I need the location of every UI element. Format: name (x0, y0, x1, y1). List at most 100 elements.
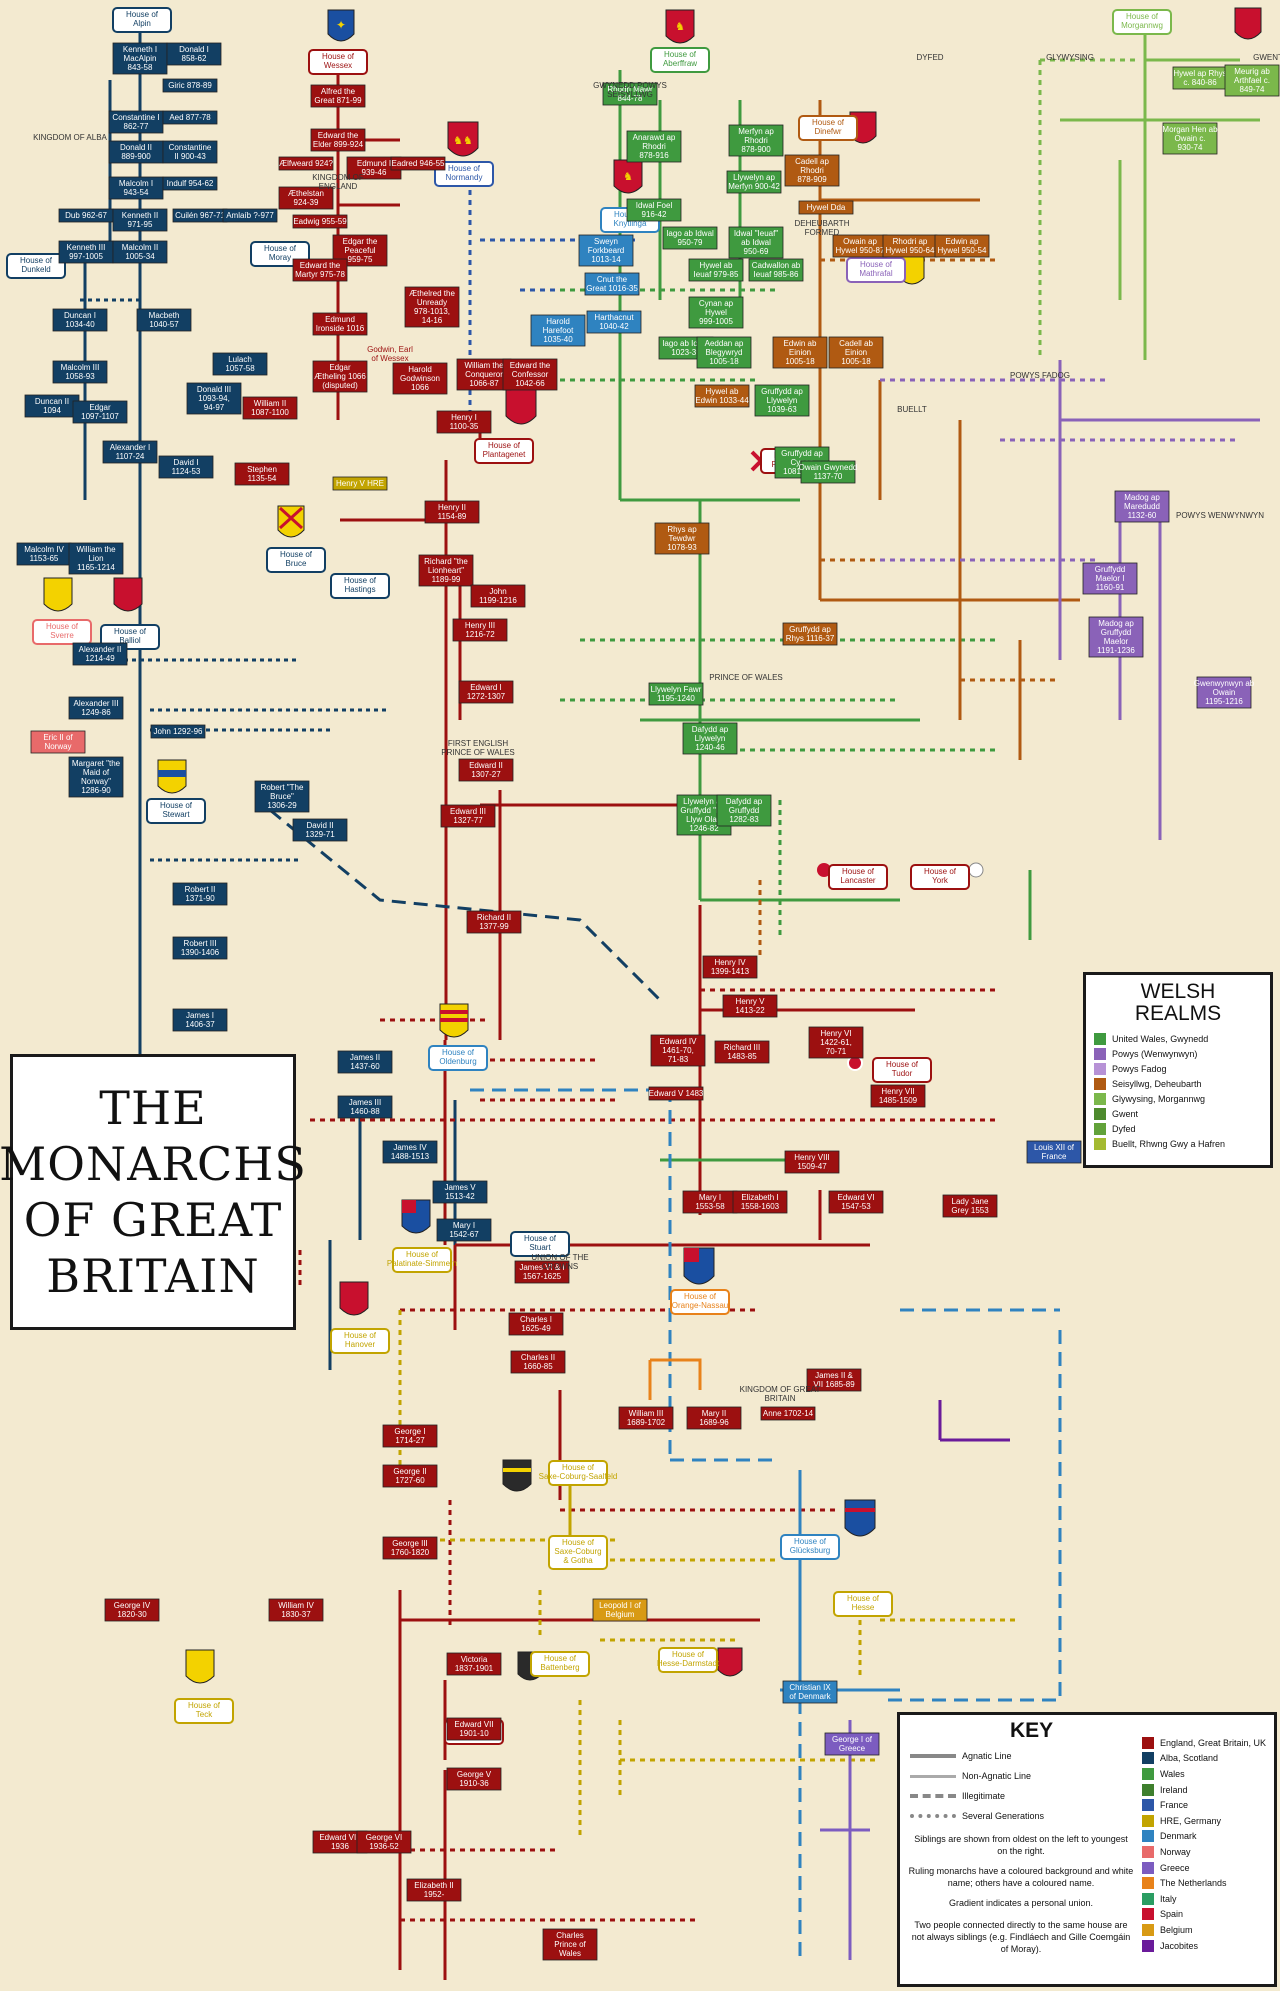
node-label-line: Rhys ap (667, 525, 697, 534)
house-box-frame (308, 49, 368, 75)
monarch-box-fill (278, 186, 334, 210)
node-label-line: 1216-72 (465, 630, 495, 639)
monarch-box-fill (312, 312, 368, 336)
node-label-line: Maid of (83, 768, 110, 777)
node-label-line: Harthacnut (594, 313, 634, 322)
node-label-line: 1830-37 (281, 1610, 311, 1619)
node-label-line: 1042-66 (515, 379, 545, 388)
node-label-line: Duncan I (64, 311, 96, 320)
node-label-line: Richard III (724, 1043, 760, 1052)
node-label-line: 1461-70, (662, 1046, 694, 1055)
node-label-line: 1485-1509 (879, 1096, 918, 1105)
node-label-line: Macbeth (149, 311, 180, 320)
house-box-frame (146, 798, 206, 824)
node-label-line: Henry VI (820, 1029, 851, 1038)
welsh-realms-title: WELSH REALMS (1094, 981, 1262, 1025)
key-realm-swatch (1142, 1783, 1154, 1796)
morgannwg-arms-icon (1234, 7, 1262, 40)
node-label-line: Charles II (521, 1353, 555, 1362)
title-line-3: OF GREAT (23, 1193, 283, 1247)
node-label-line: House of (812, 118, 845, 127)
key-realm-swatch (1142, 1799, 1154, 1812)
node-label-line: Henry I (451, 413, 477, 422)
node-label-line: Robert II (185, 885, 216, 894)
node-label-line: 849-74 (1240, 85, 1265, 94)
node-label-line: 843-58 (128, 63, 153, 72)
node-label-line: Mary I (453, 1221, 475, 1230)
node-label-line: 14-16 (422, 316, 443, 325)
monarch-box-fill (356, 1830, 412, 1854)
welsh-realm-label: Powys (Wenwynwyn) (1112, 1048, 1198, 1059)
node-label-line: 1087-1100 (251, 408, 289, 417)
node-label-line: James VI & I (519, 1263, 564, 1272)
monarch-box-fill (382, 1140, 438, 1164)
house-box-frame (330, 573, 390, 599)
node-label-line: 1199-1216 (479, 596, 517, 605)
node-label-line: BUELLT (897, 405, 927, 414)
key-line-several-generations: Several Generations (910, 1811, 1044, 1821)
node-label-line: House of (672, 1650, 705, 1659)
several-generations-line-swatch (910, 1814, 956, 1818)
monarch-box-fill (446, 1767, 502, 1791)
node-label-line: Harefoot (543, 326, 574, 335)
monarch-box-fill (586, 310, 642, 334)
monarch-box-fill (162, 140, 218, 164)
monarch-box-fill (268, 1598, 324, 1622)
node-label-line: ENGLAND (319, 182, 358, 191)
monarch-box-fill (446, 1717, 502, 1741)
title-box: THE MONARCHS OF GREAT BRITAIN (0, 1054, 306, 1330)
node-label-line: House of (1126, 12, 1159, 21)
monarch-box-fill (332, 476, 388, 491)
node-label-line: Idwal Foel (636, 201, 673, 210)
key-realm-label: HRE, Germany (1160, 1815, 1222, 1826)
node-label-line: House of (344, 576, 377, 585)
node-label-line: Maredudd (1124, 502, 1160, 511)
node-label-line: Llyw Olaf" (686, 815, 722, 824)
monarch-box-fill (782, 622, 838, 646)
node-label-line: Edward IV (660, 1037, 698, 1046)
welsh-realm-row: Dyfed (1094, 1121, 1262, 1136)
region-annotation: POWYS WENWYNWYN (1176, 511, 1264, 520)
monarch-box-fill (686, 1406, 742, 1430)
node-label-line: 1093-94, (198, 394, 230, 403)
monarch-box-fill (68, 756, 124, 798)
monarch-box-fill (68, 542, 124, 575)
key-realm-row: France (1142, 1797, 1266, 1813)
node-label-line: House of (544, 1654, 577, 1663)
node-label-line: Edward III (450, 807, 486, 816)
node-label-line: George II (393, 1467, 426, 1476)
node-label-line: Edwin ap (946, 237, 979, 246)
hre-dotted-line (398, 1310, 1020, 1840)
node-label-line: Bruce" (270, 792, 294, 801)
node-label-line: Cuilén 967-71 (175, 211, 225, 220)
node-label-line: 1005-34 (125, 252, 155, 261)
monarch-box-fill (722, 994, 778, 1018)
region-annotation: BUELLT (897, 405, 927, 414)
node-label-line: 1249-86 (81, 708, 111, 717)
node-label-line: 844-78 (618, 94, 643, 103)
monarch-box-fill (662, 226, 718, 250)
node-label-line: 1567-1625 (523, 1272, 562, 1281)
node-label-line: Æthelred the (409, 289, 455, 298)
